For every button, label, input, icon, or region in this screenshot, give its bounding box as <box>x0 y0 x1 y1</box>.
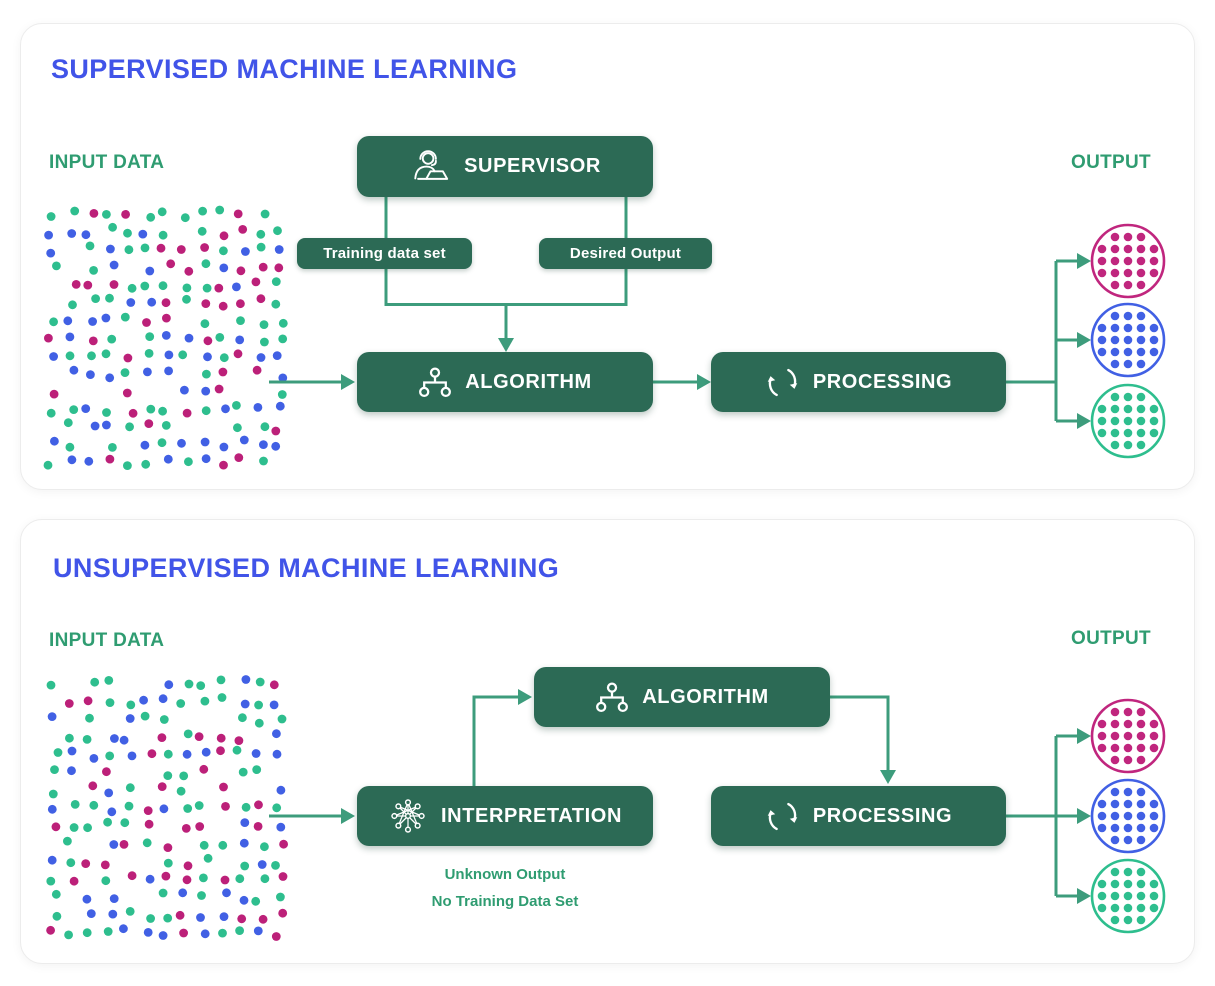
output-cluster-magenta <box>1090 223 1166 299</box>
desired-output-chip: Desired Output <box>539 238 712 269</box>
cycle-arrows-icon <box>767 802 798 830</box>
hierarchy-icon <box>596 681 629 712</box>
interpretation-label: INTERPRETATION <box>441 804 622 827</box>
processing-node: PROCESSING <box>711 786 1006 846</box>
hierarchy-icon <box>419 366 452 397</box>
output-cluster-green <box>1090 858 1166 934</box>
algorithm-label: ALGORITHM <box>642 685 769 708</box>
interpretation-notes: Unknown Output No Training Data Set <box>357 861 653 915</box>
input-data-scatter <box>46 675 288 941</box>
processing-node: PROCESSING <box>711 352 1006 412</box>
cycle-arrows-icon <box>767 368 798 396</box>
note-unknown-output: Unknown Output <box>444 866 566 883</box>
processing-label: PROCESSING <box>812 370 953 393</box>
algorithm-node: ALGORITHM <box>534 667 830 727</box>
supervisor-label: SUPERVISOR <box>464 155 601 177</box>
output-cluster-blue <box>1090 778 1166 854</box>
output-cluster-magenta <box>1090 698 1166 774</box>
unsupervised-panel: UNSUPERVISED MACHINE LEARNING INPUT DATA… <box>20 519 1195 964</box>
panel-title-supervised: SUPERVISED MACHINE LEARNING <box>51 54 518 84</box>
output-label: OUTPUT <box>1071 152 1151 173</box>
input-data-label: INPUT DATA <box>49 630 165 651</box>
supervised-panel: SUPERVISED MACHINE LEARNING INPUT DATA O… <box>20 23 1195 490</box>
input-data-scatter <box>43 205 288 470</box>
panel-title-unsupervised: UNSUPERVISED MACHINE LEARNING <box>53 553 560 583</box>
interpretation-node: INTERPRETATION <box>357 786 653 846</box>
algorithm-label: ALGORITHM <box>465 370 592 393</box>
person-headset-laptop-icon <box>414 149 449 180</box>
supervisor-node: SUPERVISOR <box>357 136 653 197</box>
input-data-label: INPUT DATA <box>49 152 165 173</box>
network-icon <box>391 799 425 833</box>
processing-label: PROCESSING <box>812 804 953 827</box>
output-label: OUTPUT <box>1071 628 1151 649</box>
training-data-chip: Training data set <box>297 238 472 269</box>
output-cluster-blue <box>1090 302 1166 378</box>
algorithm-node: ALGORITHM <box>357 352 653 412</box>
note-no-training: No Training Data Set <box>431 893 579 910</box>
output-cluster-green <box>1090 383 1166 459</box>
